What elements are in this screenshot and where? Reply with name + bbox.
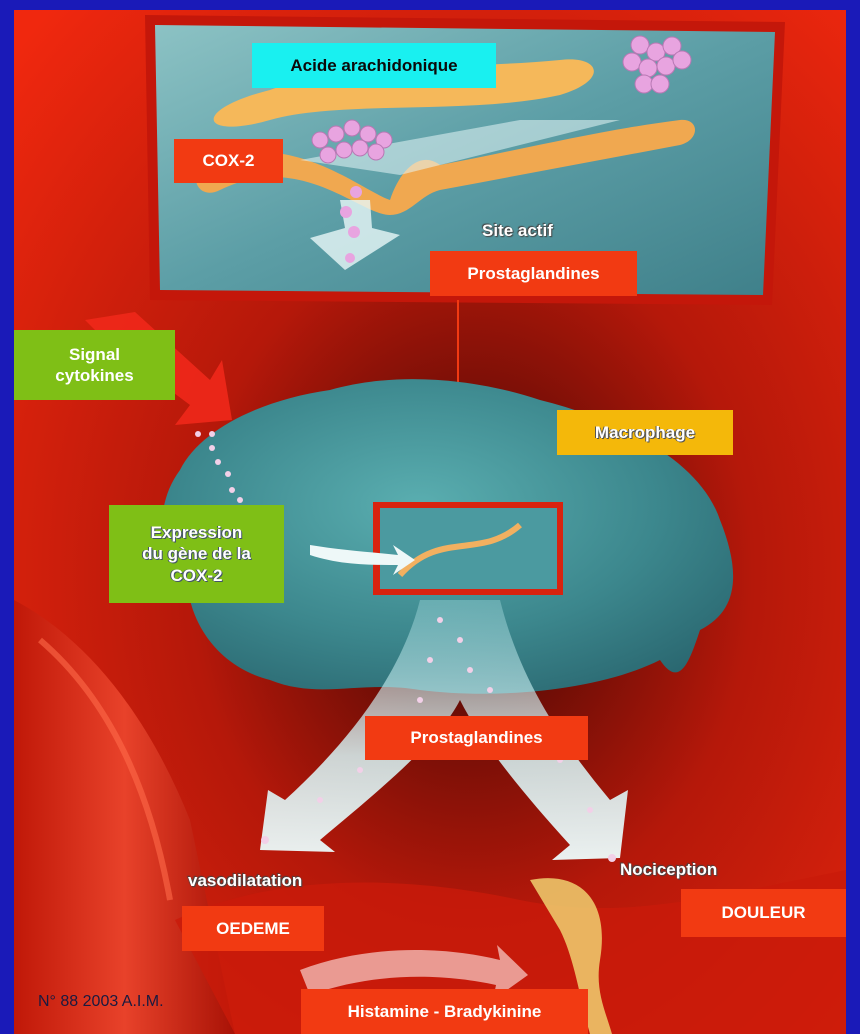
vasodilatation-label: vasodilatation — [188, 871, 302, 891]
macrophage-label: Macrophage — [557, 410, 733, 455]
prostaglandines-top-label: Prostaglandines — [430, 251, 637, 296]
prostaglandines-mid-label: Prostaglandines — [365, 716, 588, 760]
douleur-label: DOULEUR — [681, 889, 846, 937]
signal-cytokines-label: Signal cytokines — [14, 330, 175, 400]
oedeme-label: OEDEME — [182, 906, 324, 951]
histamine-bradykinine-label: Histamine - Bradykinine — [301, 989, 588, 1034]
nociception-label: Nociception — [620, 860, 717, 880]
cox2-label: COX-2 — [174, 139, 283, 183]
acide-arachidonique-label: Acide arachidonique — [252, 43, 496, 88]
expression-gene-cox2-label: Expression du gène de la COX-2 — [109, 505, 284, 603]
site-actif-label: Site actif — [482, 221, 553, 241]
credit-text: N° 88 2003 A.I.M. — [38, 993, 164, 1011]
inset-panel — [380, 508, 557, 589]
